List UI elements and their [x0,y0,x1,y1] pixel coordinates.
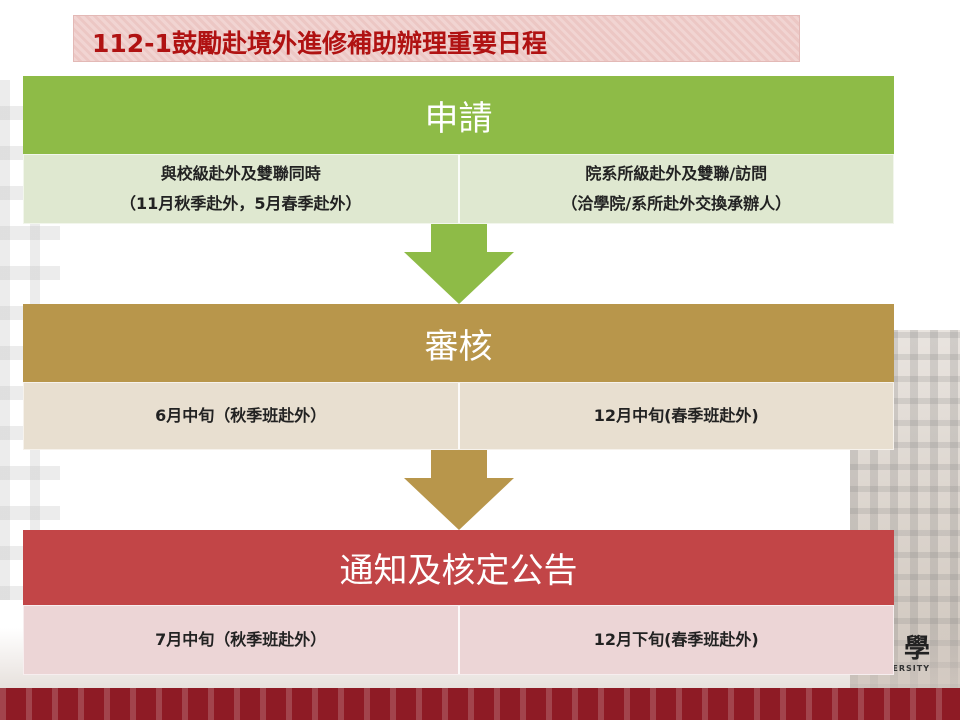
stage-header-apply-label: 申請 [424,98,493,139]
stage-cell-review-right: 12月中旬(春季班赴外) [457,383,894,449]
stage-header-apply: 申請 [23,76,894,154]
page-title: 112-1鼓勵赴境外進修補助辦理重要日程 [92,29,547,58]
cell-line: （11月秋季赴外，5月春季赴外） [120,194,362,213]
stage-cell-apply-right: 院系所級赴外及雙聯/訪問 （洽學院/系所赴外交換承辦人） [457,155,894,223]
stage-header-announce-label: 通知及核定公告 [339,551,578,591]
stage-row-announce: 7月中旬（秋季班赴外） 12月下旬(春季班赴外) [23,605,894,675]
stage-cell-apply-left: 與校級赴外及雙聯同時 （11月秋季赴外，5月春季赴外） [24,155,458,223]
stage-header-review-label: 審核 [424,326,493,367]
stage-row-review: 6月中旬（秋季班赴外） 12月中旬(春季班赴外) [23,382,894,450]
title-bar: 112-1鼓勵赴境外進修補助辦理重要日程 [73,15,800,62]
cell-line: 與校級赴外及雙聯同時 [160,164,321,183]
stage-row-apply: 與校級赴外及雙聯同時 （11月秋季赴外，5月春季赴外） 院系所級赴外及雙聯/訪問… [23,154,894,224]
cell-line: 12月中旬(春季班赴外) [593,406,759,425]
down-arrow-icon [404,450,514,530]
cell-line: 院系所級赴外及雙聯/訪問 [585,164,768,183]
footer-band [0,688,960,720]
stage-header-review: 審核 [23,304,894,382]
stage-cell-announce-right: 12月下旬(春季班赴外) [457,606,894,674]
stage-cell-review-left: 6月中旬（秋季班赴外） [24,383,458,449]
cell-line: 12月下旬(春季班赴外) [593,630,759,649]
cell-line: （洽學院/系所赴外交換承辦人） [561,194,792,213]
stage-header-announce: 通知及核定公告 [23,530,894,605]
stage-cell-announce-left: 7月中旬（秋季班赴外） [24,606,458,674]
university-logo-text: ERSITY [892,664,930,673]
cell-line: 6月中旬（秋季班赴外） [155,406,327,425]
university-logo-char: 學 [903,634,930,664]
down-arrow-icon [404,224,514,304]
cell-line: 7月中旬（秋季班赴外） [155,630,327,649]
